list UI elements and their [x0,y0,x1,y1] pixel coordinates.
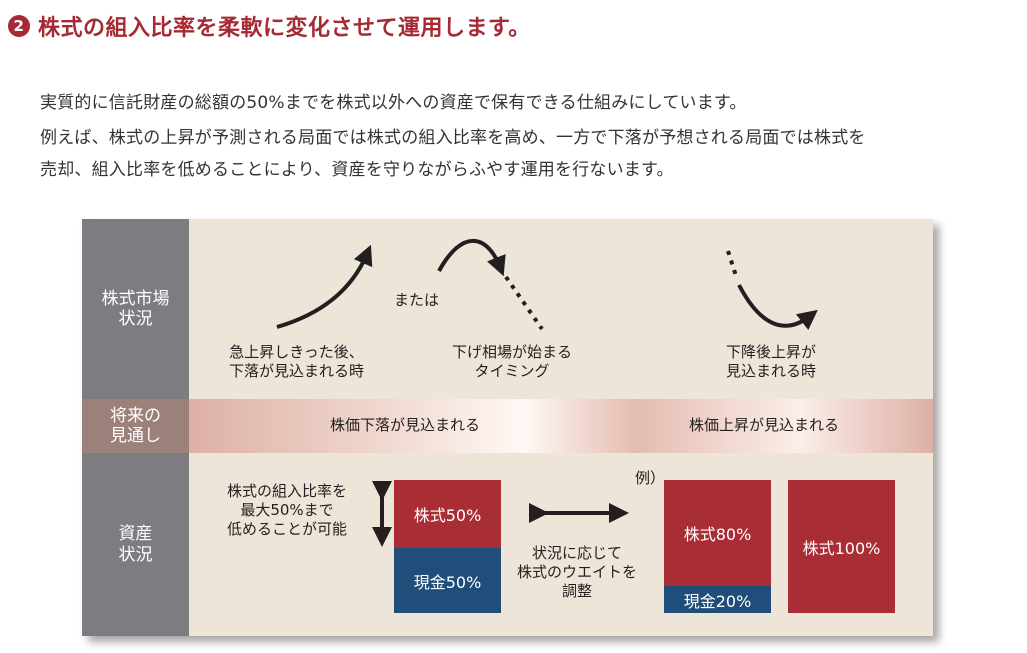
recovery-dotted-line [726,250,739,280]
decline-dotted-line [504,275,544,331]
row-label-assets: 資産状況 [82,453,189,636]
heading-title: 株式の組入比率を柔軟に変化させて運用します。 [38,16,531,41]
row-label-outlook: 将来の見通し [82,399,189,453]
row-label-line: 資産 [118,524,153,545]
note-line: 低めることが可能 [227,519,348,538]
allocation-20-cash: 現金20% [664,586,771,613]
reduction-note: 株式の組入比率を 最大50%まで 低めることが可能 [227,482,347,538]
allocation-80-stock: 株式80% [664,480,771,586]
paragraph-3: 売却、組入比率を低めることにより、資産を守りながらふやす運用を行ないます。 [40,160,674,180]
recovery-curve-arrow [737,284,818,331]
diagram-panel: 株式市場状況 将来の見通し 資産状況 急上昇しきった後、 下落が見込まれる時 ま… [82,219,933,636]
peak-curve-arrow [437,239,506,277]
note-line: 株式のウエイトを [517,562,638,581]
scenario-line: 下げ相場が始まる [452,343,573,361]
row-label-line: 状況 [118,309,153,329]
note-line: 最大50%まで [240,500,334,519]
row-label-line: 株式市場 [101,288,170,309]
number-badge: 2 [8,15,30,37]
rising-curve-arrow [276,244,373,329]
or-text: または [394,291,440,309]
row-label-market: 株式市場状況 [82,219,189,399]
row-label-line: 状況 [118,544,153,565]
scenario-bear-start: 下げ相場が始まる タイミング [452,343,572,381]
scenario-line: 急上昇しきった後、 [229,343,364,361]
section-heading: 2 株式の組入比率を柔軟に変化させて運用します。 [8,10,531,42]
example-label: 例） [635,469,666,487]
scenario-line: 下落が見込まれる時 [229,361,365,380]
scenario-sharp-rise: 急上昇しきった後、 下落が見込まれる時 [229,343,364,381]
scenario-line: タイミング [474,361,550,380]
note-line: 調整 [562,581,593,600]
adjust-note: 状況に応じて 株式のウエイトを 調整 [517,544,637,600]
scenario-rebound: 下降後上昇が 見込まれる時 [726,343,816,381]
outlook-up-text: 株価上昇が見込まれる [689,416,840,434]
allocation-100-stock: 株式100% [788,480,895,613]
note-line: 株式の組入比率を [227,482,348,500]
diagram-arrows [276,239,818,547]
row-label-line: 将来の [110,405,161,426]
row-label-line: 見通し [110,426,161,446]
allocation-50-cash: 現金50% [394,548,501,613]
paragraph-2: 例えば、株式の上昇が予測される局面では株式の組入比率を高め、一方で下落が予想され… [40,128,866,148]
scenario-line: 見込まれる時 [726,361,817,380]
note-line: 状況に応じて [532,544,623,562]
paragraph-1: 実質的に信託財産の総額の50%までを株式以外への資産で保有できる仕組みにしていま… [40,93,747,113]
outlook-band [189,399,933,453]
scenario-line: 下降後上昇が [726,343,817,361]
allocation-50-stock: 株式50% [394,480,501,548]
outlook-down-text: 株価下落が見込まれる [330,416,481,434]
